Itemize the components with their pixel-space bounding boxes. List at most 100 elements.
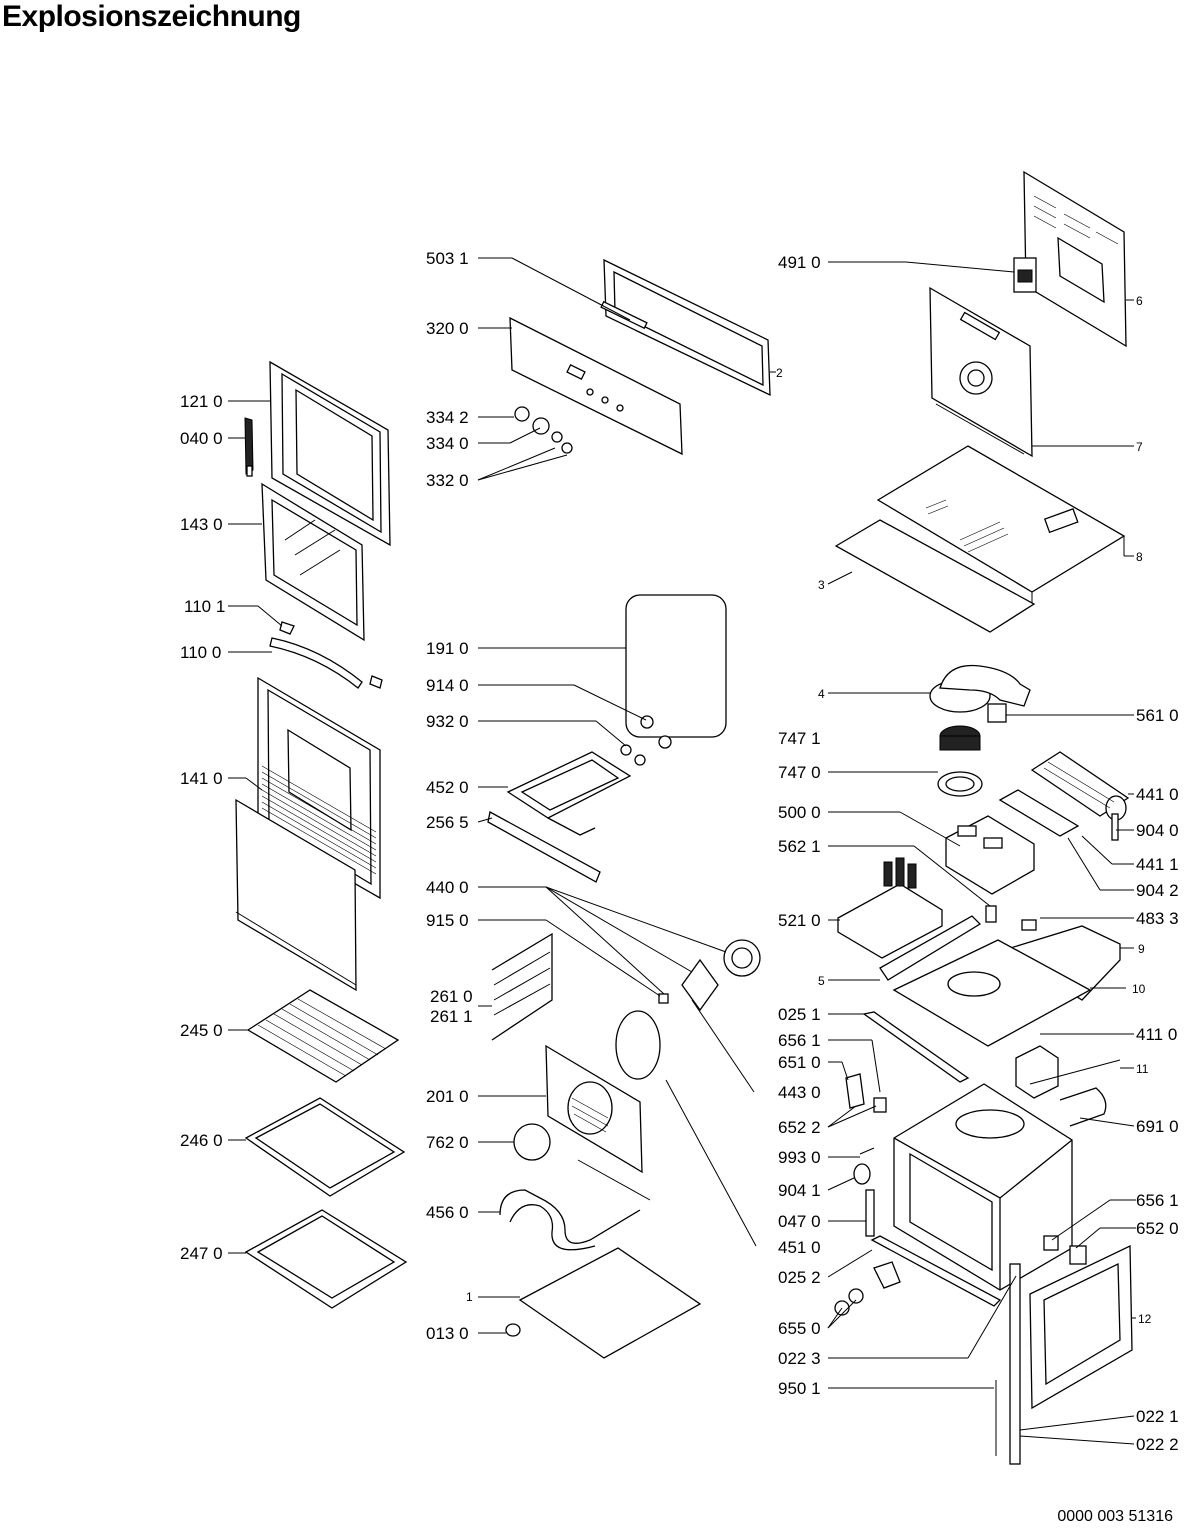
bottom-heating-element xyxy=(499,1159,651,1251)
label-1: 1 xyxy=(466,1290,473,1304)
tangential-fan xyxy=(998,751,1130,841)
label-652-0: 652 0 xyxy=(1136,1219,1179,1238)
label-483-3: 483 3 xyxy=(1136,909,1179,928)
document-number: 0000 003 51316 xyxy=(1057,1508,1173,1525)
label-022-3: 022 3 xyxy=(778,1349,821,1368)
label-022-2: 022 2 xyxy=(1136,1435,1179,1454)
selector-switches xyxy=(834,1261,901,1316)
label-561-0: 561 0 xyxy=(1136,706,1179,725)
label-261-1: 261 1 xyxy=(430,1007,473,1026)
label-121-0: 121 0 xyxy=(180,392,223,411)
label-5: 5 xyxy=(818,974,825,988)
label-655-0: 655 0 xyxy=(778,1319,821,1338)
label-8: 8 xyxy=(1136,550,1143,564)
side-panel xyxy=(1029,1235,1133,1410)
label-500-0: 500 0 xyxy=(778,803,821,822)
sensor-bracket xyxy=(879,915,982,981)
fan-motor xyxy=(658,939,761,1012)
label-025-1: 025 1 xyxy=(778,1005,821,1024)
label-521-0: 521 0 xyxy=(778,911,821,930)
relay-board xyxy=(837,857,943,959)
control-panel xyxy=(509,316,683,456)
label-441-1: 441 1 xyxy=(1136,855,1179,874)
label-143-0: 143 0 xyxy=(180,515,223,534)
label-747-0: 747 0 xyxy=(778,763,821,782)
outer-door-glass xyxy=(235,676,381,992)
control-panel-frame xyxy=(600,258,771,397)
label-110-0: 110 0 xyxy=(180,643,221,662)
leader-lines xyxy=(228,257,1136,1445)
label-334-0: 334 0 xyxy=(426,434,469,453)
label-904-2: 904 2 xyxy=(1136,881,1179,900)
grill-element xyxy=(506,715,672,836)
label-914-0: 914 0 xyxy=(426,676,469,695)
label-9: 9 xyxy=(1138,942,1145,956)
part-labels: 503 1 320 0 334 2 334 0 332 0 121 0 040 … xyxy=(180,249,1179,1454)
label-245-0: 245 0 xyxy=(180,1021,223,1040)
transformer xyxy=(1015,1045,1059,1099)
label-656-1-a: 656 1 xyxy=(778,1031,821,1050)
label-040-0: 040 0 xyxy=(180,429,223,448)
shelf-guides xyxy=(491,932,553,1041)
label-656-1-b: 656 1 xyxy=(1136,1191,1179,1210)
cavity-top-plate xyxy=(892,939,1092,1047)
label-651-0: 651 0 xyxy=(778,1053,821,1072)
door-handle-parts xyxy=(269,621,383,689)
back-wall xyxy=(929,286,1033,458)
label-691-0: 691 0 xyxy=(1136,1117,1179,1136)
label-451-0: 451 0 xyxy=(778,1238,821,1257)
label-013-0: 013 0 xyxy=(426,1324,469,1343)
baking-tray xyxy=(244,1097,406,1197)
label-7: 7 xyxy=(1136,440,1143,454)
label-12: 12 xyxy=(1138,1312,1152,1326)
label-110-1: 110 1 xyxy=(184,597,225,616)
label-950-1: 950 1 xyxy=(778,1379,821,1398)
label-334-2: 334 2 xyxy=(426,408,469,427)
label-025-2: 025 2 xyxy=(778,1268,821,1287)
label-332-0: 332 0 xyxy=(426,471,469,490)
label-503-1: 503 1 xyxy=(426,249,469,268)
label-562-1: 562 1 xyxy=(778,837,821,856)
inner-door-frame xyxy=(269,360,391,547)
label-246-0: 246 0 xyxy=(180,1131,223,1150)
door-inner-glass xyxy=(261,482,365,642)
lower-frame-rail xyxy=(862,1011,970,1083)
label-141-0: 141 0 xyxy=(180,769,223,788)
label-4: 4 xyxy=(818,687,825,701)
terminal-block xyxy=(1013,257,1037,293)
label-11: 11 xyxy=(1136,1062,1149,1076)
bottom-panel xyxy=(505,1247,702,1359)
label-652-2: 652 2 xyxy=(778,1118,821,1137)
label-452-0: 452 0 xyxy=(426,778,469,797)
label-440-0: 440 0 xyxy=(426,878,469,897)
filter-ring xyxy=(937,725,983,797)
label-6: 6 xyxy=(1136,294,1143,308)
label-747-1: 747 1 xyxy=(778,729,821,748)
label-762-0: 762 0 xyxy=(426,1133,469,1152)
label-320-0: 320 0 xyxy=(426,319,469,338)
label-261-0: 261 0 xyxy=(430,987,473,1006)
label-047-0: 047 0 xyxy=(778,1212,821,1231)
insulation-plate xyxy=(834,519,1036,633)
door-switch xyxy=(845,1073,887,1113)
label-022-1: 022 1 xyxy=(1136,1407,1179,1426)
label-411-0: 411 0 xyxy=(1136,1025,1177,1044)
label-3: 3 xyxy=(818,578,825,592)
top-panel xyxy=(876,445,1126,604)
label-491-0: 491 0 xyxy=(778,253,821,272)
label-247-0: 247 0 xyxy=(180,1244,223,1263)
label-932-0: 932 0 xyxy=(426,712,469,731)
label-2: 2 xyxy=(776,366,783,380)
door-hinge xyxy=(244,417,254,477)
electronic-control-board xyxy=(945,815,1035,895)
cavity-front-rail xyxy=(870,1235,1002,1307)
fan-ring-element xyxy=(615,1010,661,1080)
cooling-fan-housing xyxy=(929,664,1031,723)
page-title: Explosionszeichnung xyxy=(2,0,301,33)
label-191-0: 191 0 xyxy=(426,639,469,658)
label-904-0: 904 0 xyxy=(1136,821,1179,840)
oven-door-seal xyxy=(625,594,727,738)
thermostat-probe xyxy=(1029,1059,1121,1127)
back-panel-fan-cover xyxy=(545,1044,643,1174)
